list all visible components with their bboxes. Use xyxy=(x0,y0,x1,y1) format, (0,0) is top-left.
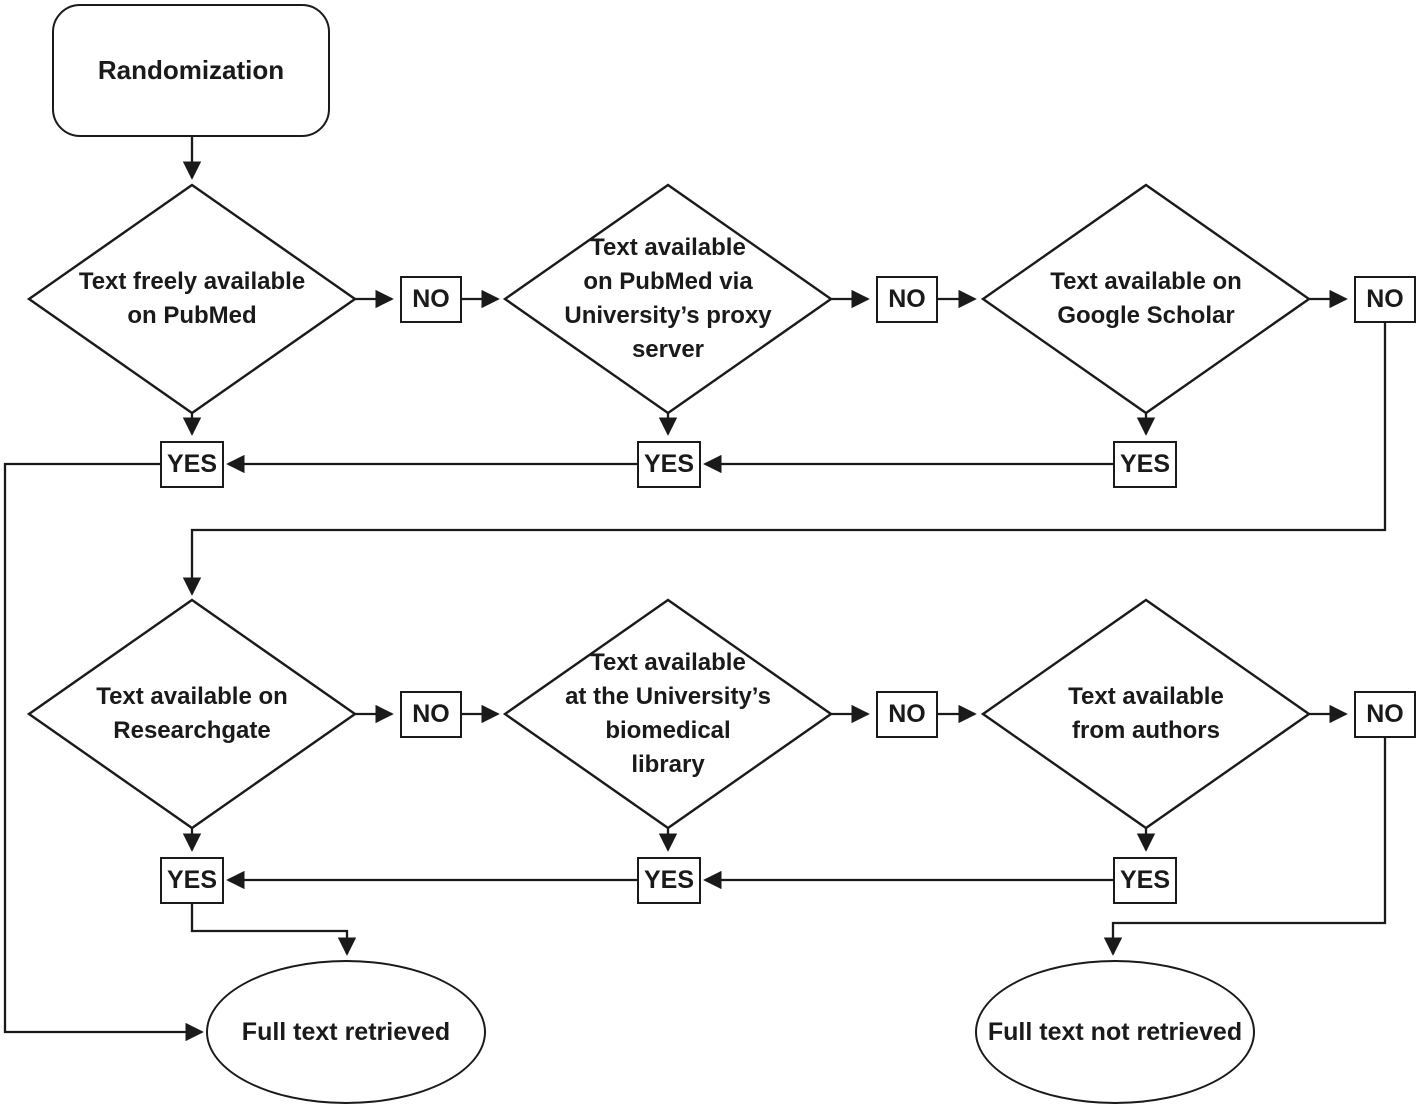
yes-box-3-label: YES xyxy=(1119,450,1171,478)
decision-researchgate-label: Text available on Researchgate xyxy=(96,682,288,744)
no-box-3: NO xyxy=(1354,276,1416,323)
decision-pubmed-proxy-diamond xyxy=(502,183,834,415)
no-box-6-label: NO xyxy=(1366,700,1404,728)
no-box-4: NO xyxy=(400,691,462,738)
edge-no3-to-researchgate xyxy=(182,322,1387,596)
yes-box-3: YES xyxy=(1113,441,1177,488)
outcome-not-retrieved-ellipse: Full text not retrieved xyxy=(975,960,1255,1104)
no-box-4-label: NO xyxy=(412,700,450,728)
yes-box-5-label: YES xyxy=(643,866,695,894)
no-box-3-label: NO xyxy=(1366,285,1404,313)
decision-pubmed-free-label: Text freely available on PubMed xyxy=(78,267,306,329)
no-box-2-label: NO xyxy=(888,285,926,313)
decision-google-scholar-diamond xyxy=(980,183,1312,415)
decision-authors-diamond xyxy=(980,598,1312,830)
edge-yes1-to-retrieved xyxy=(3,462,204,1042)
yes-box-4: YES xyxy=(160,857,224,904)
no-box-2: NO xyxy=(876,276,938,323)
decision-pubmed-proxy-label: Text available on PubMed via University’… xyxy=(564,233,772,364)
yes-box-5: YES xyxy=(637,857,701,904)
yes-box-1: YES xyxy=(160,441,224,488)
edge-no6-to-not-retrieved xyxy=(1103,737,1387,956)
no-box-1: NO xyxy=(400,276,462,323)
decision-pubmed-free-diamond xyxy=(26,183,358,415)
edge-yes4-to-retrieved xyxy=(190,904,357,956)
decision-biomedical-library-diamond xyxy=(502,598,834,830)
outcome-not-retrieved-label: Full text not retrieved xyxy=(987,1017,1243,1046)
start-node-label: Randomization xyxy=(97,55,285,85)
outcome-retrieved-ellipse: Full text retrieved xyxy=(206,960,486,1104)
decision-researchgate-diamond xyxy=(26,598,358,830)
decision-google-scholar-label: Text available on Google Scholar xyxy=(1050,267,1242,329)
yes-box-1-label: YES xyxy=(166,450,218,478)
yes-box-6: YES xyxy=(1113,857,1177,904)
no-box-5-label: NO xyxy=(888,700,926,728)
yes-box-4-label: YES xyxy=(166,866,218,894)
no-box-5: NO xyxy=(876,691,938,738)
start-node-randomization: Randomization xyxy=(52,4,330,137)
yes-box-2: YES xyxy=(637,441,701,488)
decision-authors-label: Text available from authors xyxy=(1068,682,1224,744)
outcome-retrieved-label: Full text retrieved xyxy=(241,1017,451,1046)
decision-biomedical-library-label: Text available at the University’s biome… xyxy=(565,648,771,779)
yes-box-2-label: YES xyxy=(643,450,695,478)
no-box-6: NO xyxy=(1354,691,1416,738)
yes-box-6-label: YES xyxy=(1119,866,1171,894)
no-box-1-label: NO xyxy=(412,285,450,313)
